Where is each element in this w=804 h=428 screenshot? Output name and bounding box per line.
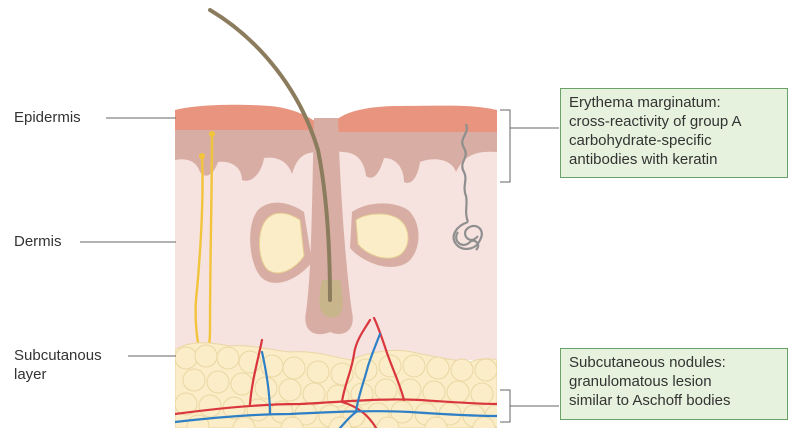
nodules-bracket: [500, 390, 559, 422]
callout-line: antibodies with keratin: [569, 150, 779, 169]
erythema-bracket: [500, 110, 559, 182]
callout-line: Erythema marginatum:: [569, 93, 779, 112]
sebaceous-gland-left: [250, 203, 312, 283]
dermis-label: Dermis: [14, 232, 62, 251]
callout-line: similar to Aschoff bodies: [569, 391, 779, 410]
subcutaneous-nodules-callout: Subcutaneous nodules: granulomatous lesi…: [560, 348, 788, 420]
subcutaneous-label: Subcutanous layer: [14, 346, 102, 384]
subcutaneous-label-line2: layer: [14, 365, 102, 384]
callout-line: carbohydrate-specific: [569, 131, 779, 150]
callout-line: granulomatous lesion: [569, 372, 779, 391]
erythema-marginatum-callout: Erythema marginatum: cross-reactivity of…: [560, 88, 788, 178]
epidermis-top-layer: [175, 105, 316, 130]
subcutaneous-label-line1: Subcutanous: [14, 346, 102, 365]
callout-line: Subcutaneous nodules:: [569, 353, 779, 372]
epidermis-label: Epidermis: [14, 108, 81, 127]
callout-line: cross-reactivity of group A: [569, 112, 779, 131]
